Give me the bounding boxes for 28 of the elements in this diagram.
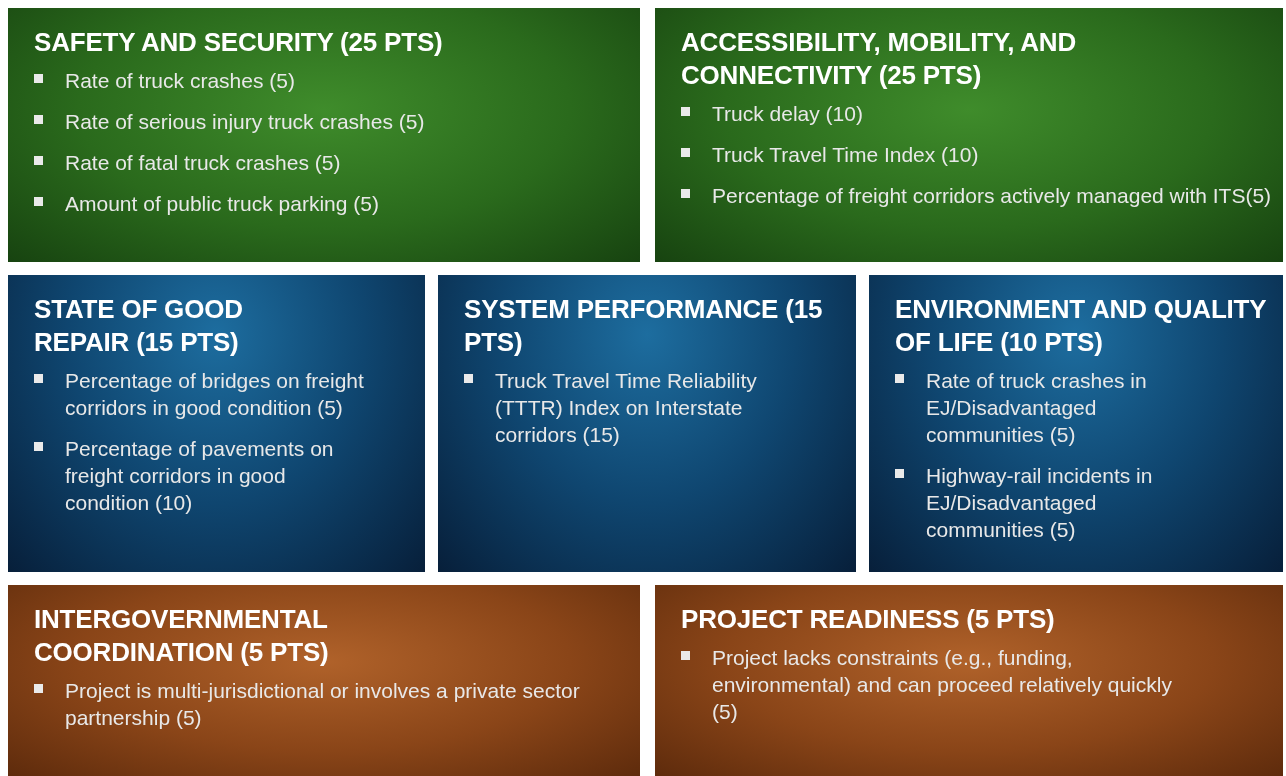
category-panel xyxy=(655,8,1283,262)
panel-heading: SYSTEM PERFORMANCE (15 PTS) xyxy=(464,293,824,359)
criterion-text: Amount of public truck parking (5) xyxy=(65,191,379,217)
criterion-text: Project is multi-jurisdictional or involves a private sector partnership (5) xyxy=(65,678,581,731)
panel-heading: INTERGOVERNMENTAL COORDINATION (5 PTS) xyxy=(34,603,330,669)
criterion-text: Truck delay (10) xyxy=(712,101,863,127)
category-panel xyxy=(8,275,425,572)
panel-heading: ENVIRONMENT AND QUALITY OF LIFE (10 PTS) xyxy=(895,293,1267,359)
panel-heading: SAFETY AND SECURITY (25 PTS) xyxy=(34,26,444,59)
panel-heading: PROJECT READINESS (5 PTS) xyxy=(681,603,1056,636)
criterion-text: Percentage of bridges on freight corridors in good condition (5) xyxy=(65,368,365,421)
criterion-text: Rate of serious injury truck crashes (5) xyxy=(65,109,425,135)
criterion-text: Truck Travel Time Reliability (TTTR) Index on Interstate corridors (15) xyxy=(495,368,758,448)
criterion-text: Percentage of pavements on freight corridors in good condition (10) xyxy=(65,436,335,516)
criterion-text: Project lacks constraints (e.g., funding, environmental) and can proceed relatively quickly (5) xyxy=(712,645,1173,725)
criterion-text: Percentage of freight corridors actively managed with ITS(5) xyxy=(712,183,1272,209)
category-panel xyxy=(869,275,1283,572)
category-panel xyxy=(8,8,640,262)
criterion-text: Rate of fatal truck crashes (5) xyxy=(65,150,341,176)
category-panel xyxy=(655,585,1283,776)
criterion-text: Highway-rail incidents in EJ/Disadvantaged communities (5) xyxy=(926,463,1154,543)
panel-heading: STATE OF GOOD REPAIR (15 PTS) xyxy=(34,293,244,359)
panel-heading: ACCESSIBILITY, MOBILITY, AND CONNECTIVITY (25 PTS) xyxy=(681,26,1077,92)
category-panel xyxy=(8,585,640,776)
category-panel xyxy=(438,275,856,572)
criterion-text: Rate of truck crashes in EJ/Disadvantaged communities (5) xyxy=(926,368,1148,448)
criterion-text: Truck Travel Time Index (10) xyxy=(712,142,979,168)
criterion-text: Rate of truck crashes (5) xyxy=(65,68,295,94)
